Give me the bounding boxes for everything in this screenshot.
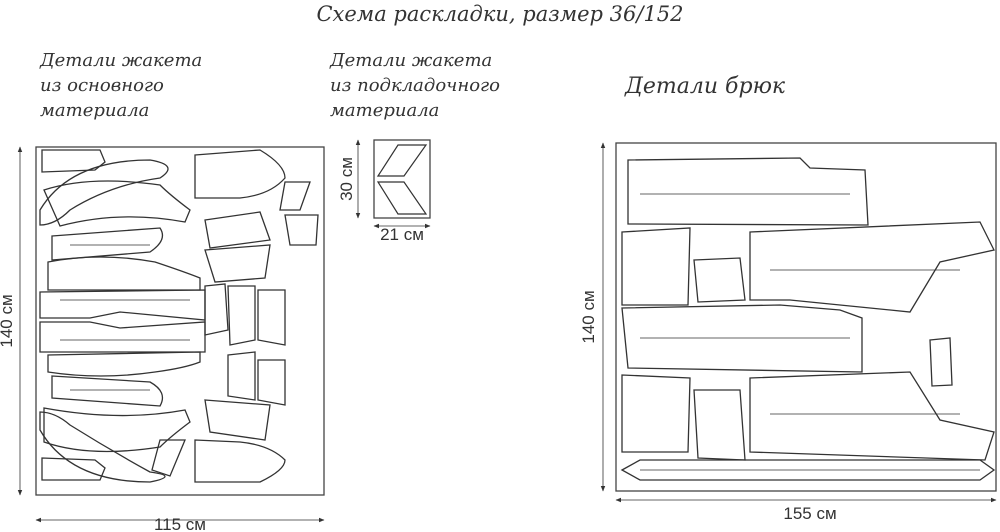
pattern-piece [749,221,995,313]
pattern-piece [621,227,691,306]
page-title: Схема раскладки, размер 36/152 [316,2,684,26]
pattern-piece [204,283,229,336]
pattern-piece [194,149,286,199]
jacket-lining-label-line: из подкладочного [330,75,500,96]
pattern-piece [51,375,164,407]
width-dimension-label: 115 см [154,515,206,532]
trousers-label: Детали брюк [625,74,786,99]
pattern-piece [749,371,995,461]
pattern-piece [39,411,166,483]
fabric-boundary [615,142,997,492]
pattern-piece [43,407,191,453]
fabric-boundary [373,139,431,219]
pattern-piece [621,374,691,453]
pattern-piece [204,211,271,249]
pattern-piece [41,457,106,481]
pattern-piece [620,459,996,481]
pattern-piece [693,389,746,461]
height-dimension-label: 140 см [0,294,16,347]
pattern-piece [621,304,863,373]
height-dimension-label: 140 см [579,290,598,343]
jacket-lining-label-line: материала [330,100,440,121]
pattern-piece [47,351,201,377]
pattern-piece [227,351,256,401]
pattern-piece [47,256,201,291]
jacket-main-layout: 115 см 140 см [0,146,325,532]
pattern-piece [39,289,206,321]
pattern-piece [39,321,206,353]
pattern-piece [284,214,319,246]
fabric-boundary [35,146,325,496]
jacket-lining-label: Детали жакета из подкладочного материала [330,48,500,123]
pattern-piece [929,337,953,387]
pattern-piece [43,180,191,227]
pattern-piece [279,181,311,211]
pattern-piece [693,257,746,303]
pattern-piece [257,289,286,346]
pattern-piece [41,149,106,173]
pattern-piece [194,439,286,483]
pattern-piece [376,181,428,215]
pattern-piece [227,285,256,346]
pattern-piece [627,157,869,226]
jacket-main-label-line: из основного [40,75,164,96]
trousers-layout: 155 см 140 см [579,142,997,523]
pattern-piece [376,144,428,177]
pattern-piece [204,244,271,283]
jacket-lining-layout: 30 см 21 см [337,139,431,244]
jacket-main-label-line: материала [40,100,150,121]
width-dimension-label: 21 см [380,225,424,244]
pattern-piece [257,359,286,406]
pattern-piece [39,159,169,226]
jacket-main-label-line: Детали жакета [40,50,203,71]
jacket-main-label: Детали жакета из основного материала [40,48,202,123]
jacket-lining-label-line: Детали жакета [330,50,493,71]
pattern-piece [51,227,164,261]
pattern-piece [151,439,186,477]
width-dimension-label: 155 см [783,504,836,523]
height-dimension-label: 30 см [337,157,356,201]
pattern-piece [204,399,271,441]
